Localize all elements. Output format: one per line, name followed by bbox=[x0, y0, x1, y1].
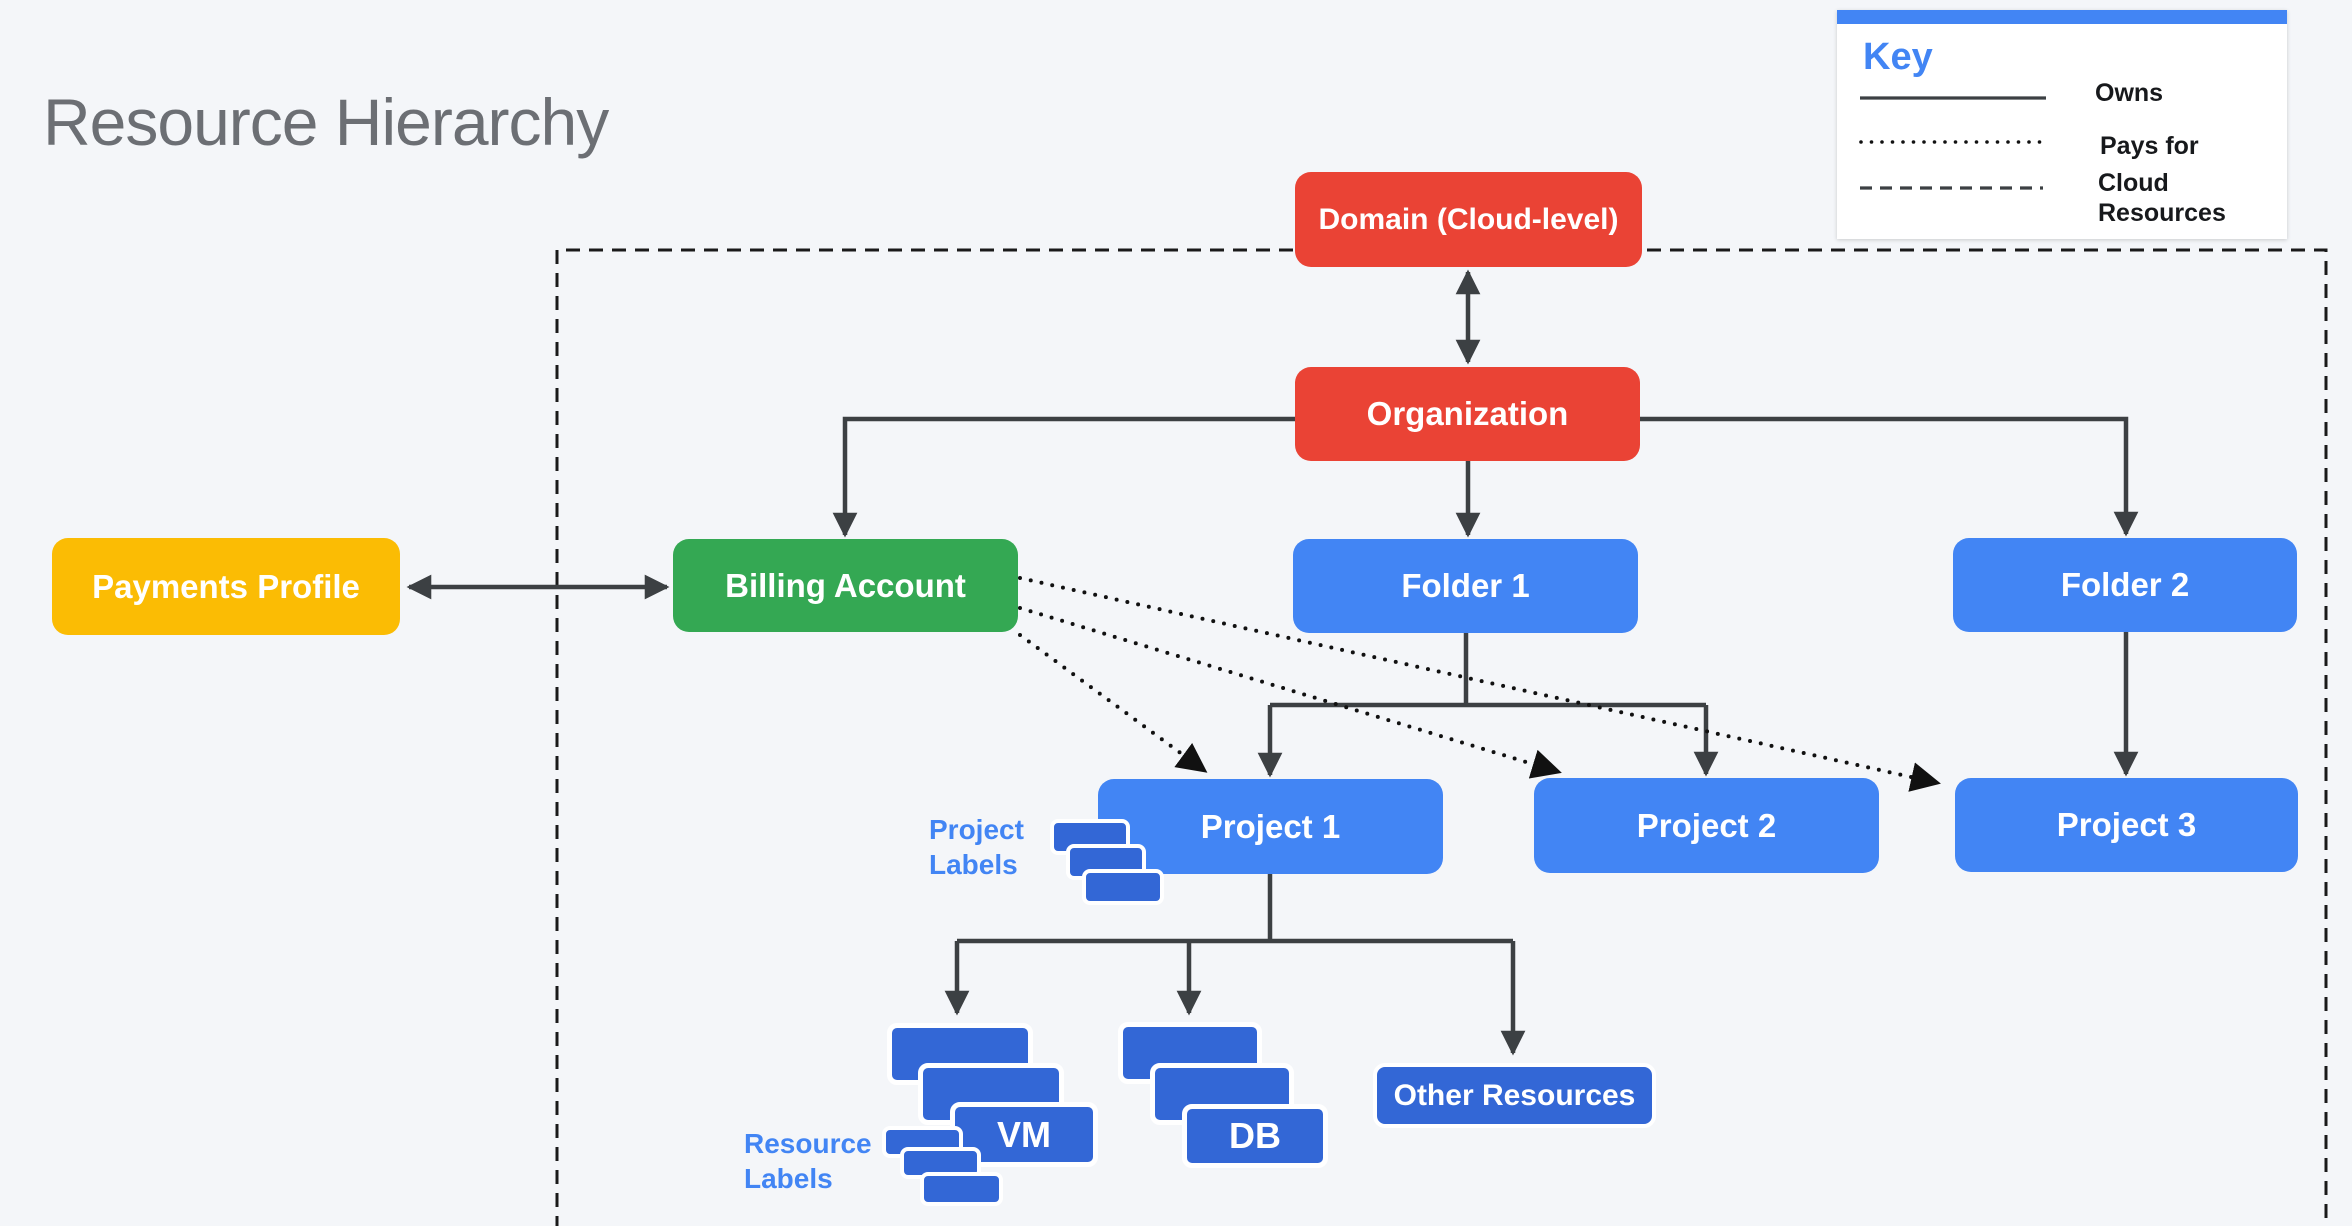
pays-for-line-sample-icon bbox=[1859, 140, 2048, 144]
legend-item-cloud-resources: Cloud Resources bbox=[2098, 169, 2226, 227]
page-title: Resource Hierarchy bbox=[43, 85, 609, 159]
owns-connectors bbox=[406, 269, 2139, 1056]
node-organization: Organization bbox=[1295, 367, 1640, 461]
node-domain: Domain (Cloud-level) bbox=[1295, 172, 1642, 267]
node-organization-label: Organization bbox=[1366, 395, 1569, 432]
node-other-resources: Other Resources bbox=[1373, 1063, 1656, 1128]
dotted-billing-project1 bbox=[1018, 633, 1208, 773]
node-billing-account-label: Billing Account bbox=[725, 566, 966, 604]
node-project-3-label: Project 3 bbox=[2056, 806, 2197, 843]
legend-item-pays-for: Pays for bbox=[2100, 132, 2199, 160]
cloud-resources-line-sample-icon bbox=[1860, 186, 2043, 190]
owns-line-sample-icon bbox=[1860, 96, 2046, 100]
legend-heading: Key bbox=[1863, 36, 1933, 78]
elbow-project1 bbox=[957, 874, 1513, 944]
node-folder-2: Folder 2 bbox=[1953, 538, 2297, 632]
resource-labels-note: Resource Labels bbox=[744, 1128, 872, 1194]
node-other-resources-label: Other Resources bbox=[1393, 1078, 1636, 1112]
node-project-2-label: Project 2 bbox=[1636, 806, 1777, 844]
project-labels-note: Project Labels bbox=[929, 814, 1024, 880]
legend-panel: Key Owns Pays for Cloud Resources bbox=[1837, 10, 2287, 239]
node-project-2: Project 2 bbox=[1534, 778, 1879, 873]
node-billing-account: Billing Account bbox=[673, 539, 1018, 632]
label-card-icon bbox=[920, 1172, 1003, 1206]
elbow-folder1 bbox=[1270, 633, 1706, 708]
legend-item-owns: Owns bbox=[2095, 79, 2164, 107]
legend-top-bar bbox=[1837, 10, 2287, 24]
node-vm-label: VM bbox=[997, 1113, 1051, 1155]
label-card-icon bbox=[1082, 869, 1164, 905]
arrow-org-folder2 bbox=[1640, 416, 2139, 537]
node-project-1: Project 1 bbox=[1098, 779, 1443, 874]
node-project-3: Project 3 bbox=[1955, 778, 2298, 872]
node-folder-1-label: Folder 1 bbox=[1401, 567, 1530, 604]
arrow-org-billing bbox=[832, 416, 1295, 538]
node-db-label: DB bbox=[1229, 1115, 1281, 1156]
node-db: DB bbox=[1182, 1104, 1328, 1168]
node-payments-profile: Payments Profile bbox=[52, 538, 400, 635]
node-folder-2-label: Folder 2 bbox=[2060, 566, 2190, 603]
node-project-1-label: Project 1 bbox=[1200, 807, 1341, 845]
node-payments-profile-label: Payments Profile bbox=[92, 567, 360, 605]
node-domain-label: Domain (Cloud-level) bbox=[1318, 202, 1619, 236]
node-folder-1: Folder 1 bbox=[1293, 539, 1638, 633]
